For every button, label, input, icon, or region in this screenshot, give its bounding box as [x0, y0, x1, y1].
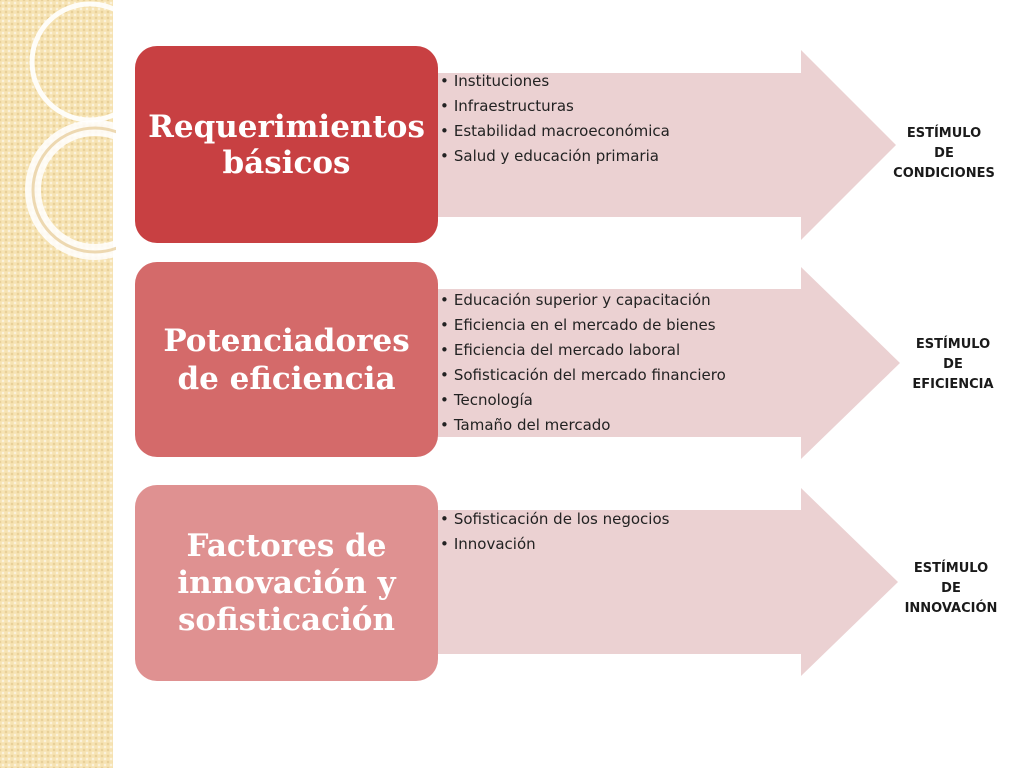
stimulus-label-eficiencia: ESTÍMULO DE EFICIENCIA — [883, 335, 1023, 395]
stimulus-label-innovacion: ESTÍMULO DE INNOVACIÓN — [881, 559, 1021, 619]
stimulus-line: DE — [934, 146, 954, 161]
list-item: Eficiencia en el mercado de bienes — [440, 313, 726, 338]
side-strip-edge — [113, 0, 116, 768]
stimulus-line: EFICIENCIA — [912, 377, 994, 392]
list-item: Instituciones — [440, 69, 670, 94]
list-item: Sofisticación del mercado financiero — [440, 363, 726, 388]
block-requerimientos-basicos: Requerimientos básicos — [135, 46, 438, 243]
stimulus-label-condiciones: ESTÍMULO DE CONDICIONES — [874, 124, 1014, 184]
stimulus-line: ESTÍMULO — [906, 126, 982, 141]
list-item: Eficiencia del mercado laboral — [440, 338, 726, 363]
list-item: Tamaño del mercado — [440, 413, 726, 438]
stimulus-line: DE — [943, 357, 963, 372]
list-item: Tecnología — [440, 388, 726, 413]
stimulus-line: ESTÍMULO — [915, 337, 991, 352]
block-title: Potenciadores de eficiencia — [163, 322, 410, 397]
block-title: Requerimientos básicos — [148, 108, 425, 181]
bullet-list-requerimientos: Instituciones Infraestructuras Estabilid… — [440, 69, 670, 169]
bullet-list-potenciadores: Educación superior y capacitación Eficie… — [440, 288, 726, 438]
list-item: Salud y educación primaria — [440, 144, 670, 169]
stimulus-line: DE — [941, 581, 961, 596]
bullet-list-innovacion: Sofisticación de los negocios Innovación — [440, 507, 670, 557]
list-item: Innovación — [440, 532, 669, 557]
stimulus-line: ESTÍMULO — [913, 561, 989, 576]
stimulus-line: INNOVACIÓN — [904, 601, 998, 616]
list-item: Estabilidad macroeconómica — [440, 119, 670, 144]
decorative-rings — [25, 1, 116, 260]
block-factores-de-innovacion: Factores de innovación y sofisticación — [135, 485, 438, 681]
list-item: Educación superior y capacitación — [440, 288, 726, 313]
list-item: Infraestructuras — [440, 94, 670, 119]
list-item: Sofisticación de los negocios — [440, 507, 670, 532]
block-title: Factores de innovación y sofisticación — [177, 527, 396, 638]
stimulus-line: CONDICIONES — [893, 166, 995, 181]
block-potenciadores-de-eficiencia: Potenciadores de eficiencia — [135, 262, 438, 457]
